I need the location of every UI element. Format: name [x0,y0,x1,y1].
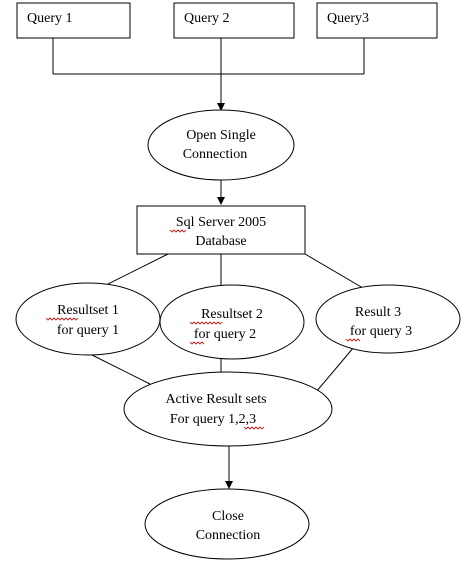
query2-label: Query 2 [184,11,230,26]
spellcheck-underline [189,321,223,325]
active-result-sets-node: Active Result sets For query 1,2,3 [123,371,333,447]
close-connection-node: Close Connection [144,488,310,560]
spellcheck-underline [45,317,79,321]
query1-box: Query 1 [16,2,131,39]
query2-box: Query 2 [173,2,295,39]
query1-label: Query 1 [27,11,73,26]
close-connection-line2: Connection [196,528,261,543]
spellcheck-underline [169,229,187,233]
resultset1-line2: for query 1 [57,323,119,338]
resultset2-node: Resultset 2 for query 2 [159,284,305,360]
resultset1-line1: Resultset 1 [57,303,119,318]
resultset1-node: Resultset 1 for query 1 [15,282,161,356]
spellcheck-underline [345,338,361,342]
resultset2-line2: for query 2 [194,327,256,342]
active-results-line1: Active Result sets [165,392,266,407]
edge-result3-active [315,346,355,393]
query3-box: Query3 [316,2,438,39]
active-results-line2: For query 1,2,3 [170,412,256,427]
result3-line2: for query 3 [350,324,412,339]
open-connection-line2: Connection [183,147,248,162]
spellcheck-underline [189,341,205,345]
result3-line1: Result 3 [355,305,401,320]
result3-node: Result 3 for query 3 [315,284,461,354]
sql-server-line2: Database [195,234,246,249]
open-connection-node: Open Single Connection [147,109,295,181]
sql-server-node: Sql Server 2005 Database [136,205,306,255]
spellcheck-underline [243,426,265,430]
close-connection-line1: Close [212,509,244,524]
connectors [52,38,381,489]
open-connection-line1: Open Single [186,128,256,143]
edge-resultset1-active [89,353,151,385]
query3-label: Query3 [327,11,369,26]
resultset2-line1: Resultset 2 [201,307,263,322]
sql-server-line1: Sql Server 2005 [176,215,266,230]
